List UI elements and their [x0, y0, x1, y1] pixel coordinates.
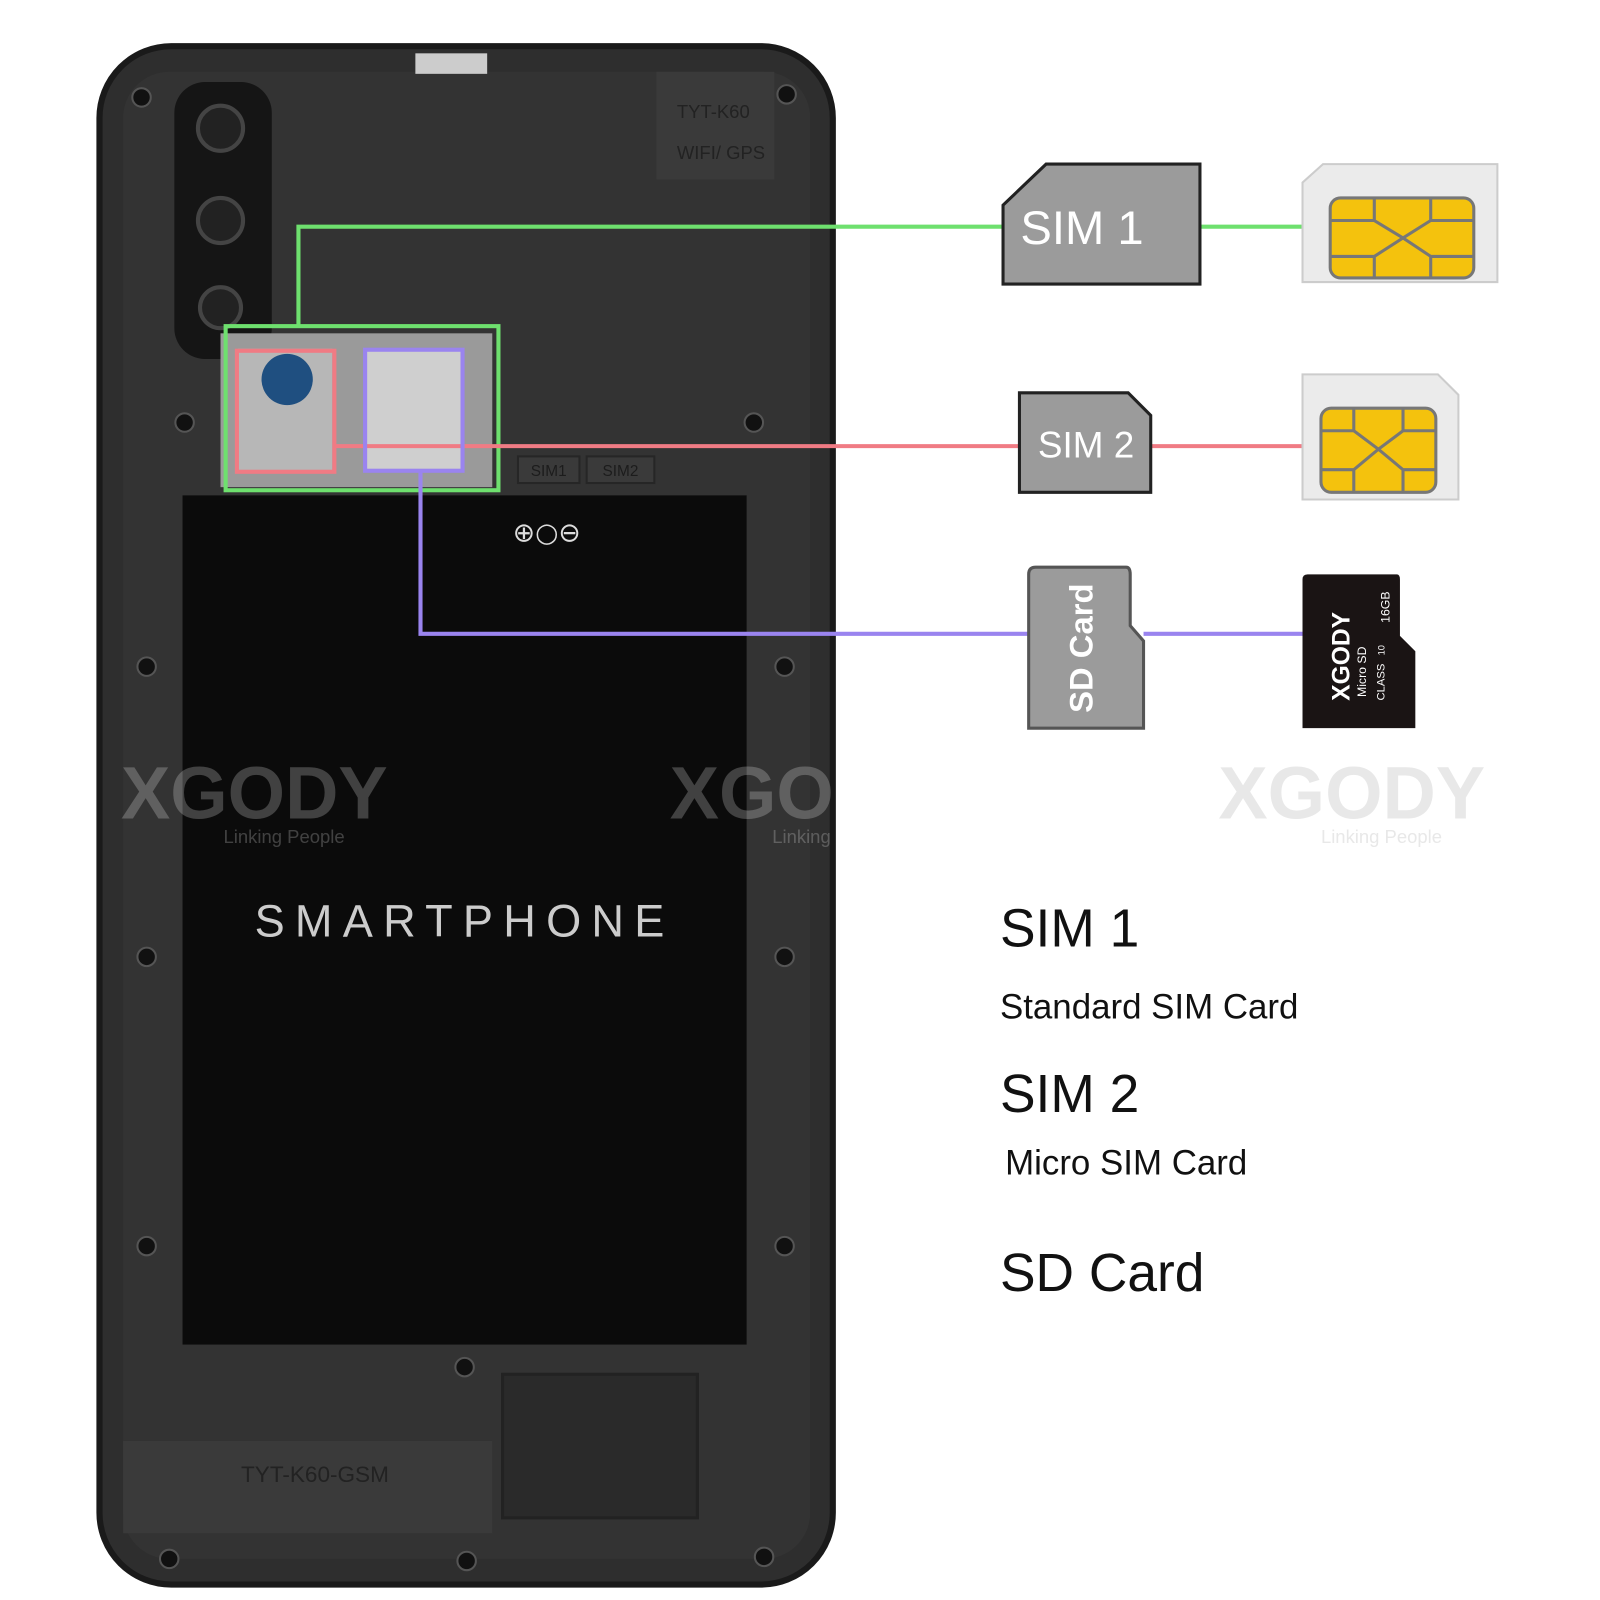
sd-highlight-box: [363, 347, 465, 473]
sd-slot: [364, 348, 462, 472]
legend-sim1-title: SIM 1: [999, 899, 1140, 959]
sd-capacity: 16GB: [1379, 591, 1393, 622]
watermark-right: XGODY Linking People: [1218, 751, 1485, 847]
watermark-tagline: Linking People: [1321, 826, 1442, 847]
screw-icon: [136, 1235, 157, 1257]
screw-icon: [454, 1356, 475, 1378]
micro-sd-text: XGODY Micro SD CLASS 10 16GB: [1329, 591, 1393, 700]
watermark-tagline: Linking People: [224, 826, 345, 847]
sim1-tag: [1001, 162, 1202, 286]
sd-class: CLASS: [1376, 664, 1388, 701]
watermarks: XGODY Linking People XGODY Linking Peopl…: [121, 751, 936, 847]
battery-label: SMARTPHONE: [255, 895, 675, 946]
sim1-tag-label: SIM 1: [1020, 201, 1143, 254]
slot-label-plate: [585, 455, 656, 485]
camera-lens: [195, 103, 246, 153]
sd-brand: XGODY: [1329, 611, 1356, 700]
camera-flash: [197, 285, 244, 331]
battery: [182, 495, 747, 1345]
sim2-highlight-box: [234, 348, 337, 474]
sim2-tag: [1017, 391, 1153, 494]
sim-chip-lines: [1320, 408, 1436, 493]
sd-tag: [1027, 565, 1146, 730]
screw-icon: [136, 656, 157, 677]
battery-symbols: ⊕○⊖: [513, 518, 581, 549]
screw-icon: [774, 656, 795, 677]
watermark-tagline: Linking People: [772, 826, 893, 847]
screws: [131, 84, 797, 1572]
sd-tag-label: SD Card: [1062, 583, 1099, 712]
slot-label-plate: [516, 455, 581, 485]
screw-icon: [774, 946, 795, 968]
usb-port: [415, 53, 488, 74]
board-label-bottom: TYT-K60-GSM: [241, 1462, 389, 1487]
screw-icon: [743, 412, 765, 433]
sim-chip-lines: [1330, 197, 1474, 278]
legend-sim2-title: SIM 2: [999, 1064, 1140, 1125]
screw-icon: [158, 1548, 180, 1570]
sd-type: Micro SD: [1355, 646, 1369, 697]
screw-icon: [776, 84, 797, 105]
board-label-top: TYT-K60: [677, 101, 750, 122]
screw-icon: [131, 87, 152, 108]
screw-icon: [753, 1546, 775, 1568]
sim1-connector: [296, 224, 1004, 327]
screw-icon: [456, 1550, 477, 1572]
micro-sd-card: [1302, 574, 1416, 729]
label-area: [656, 71, 775, 180]
slot-label-sim1: SIM1: [531, 463, 567, 480]
screw-icon: [136, 946, 157, 968]
screw-icon: [774, 1235, 795, 1257]
sd-connector: [418, 470, 1029, 636]
sim2-tag-label: SIM 2: [1038, 424, 1134, 465]
slot-label-sim2: SIM2: [603, 463, 639, 480]
camera-lens: [195, 195, 246, 246]
bottom-pad: [501, 1372, 699, 1520]
board-label-wifi: WIFI/ GPS: [677, 142, 765, 163]
watermark-brand: XGODY: [670, 751, 937, 834]
legend-sim1-desc: Standard SIM Card: [999, 987, 1299, 1027]
watermark-brand: XGODY: [121, 751, 388, 834]
legend-sd-title: SD Card: [999, 1244, 1205, 1304]
sd-class-num: 10: [1377, 645, 1387, 655]
screw-icon: [174, 412, 195, 433]
watermark-brand: XGODY: [1218, 751, 1485, 834]
sim2-contact: [261, 353, 313, 406]
legend-sim2-desc: Micro SIM Card: [1005, 1143, 1248, 1183]
bottom-label-area: [123, 1440, 493, 1534]
sim1-highlight-box: [223, 324, 501, 493]
